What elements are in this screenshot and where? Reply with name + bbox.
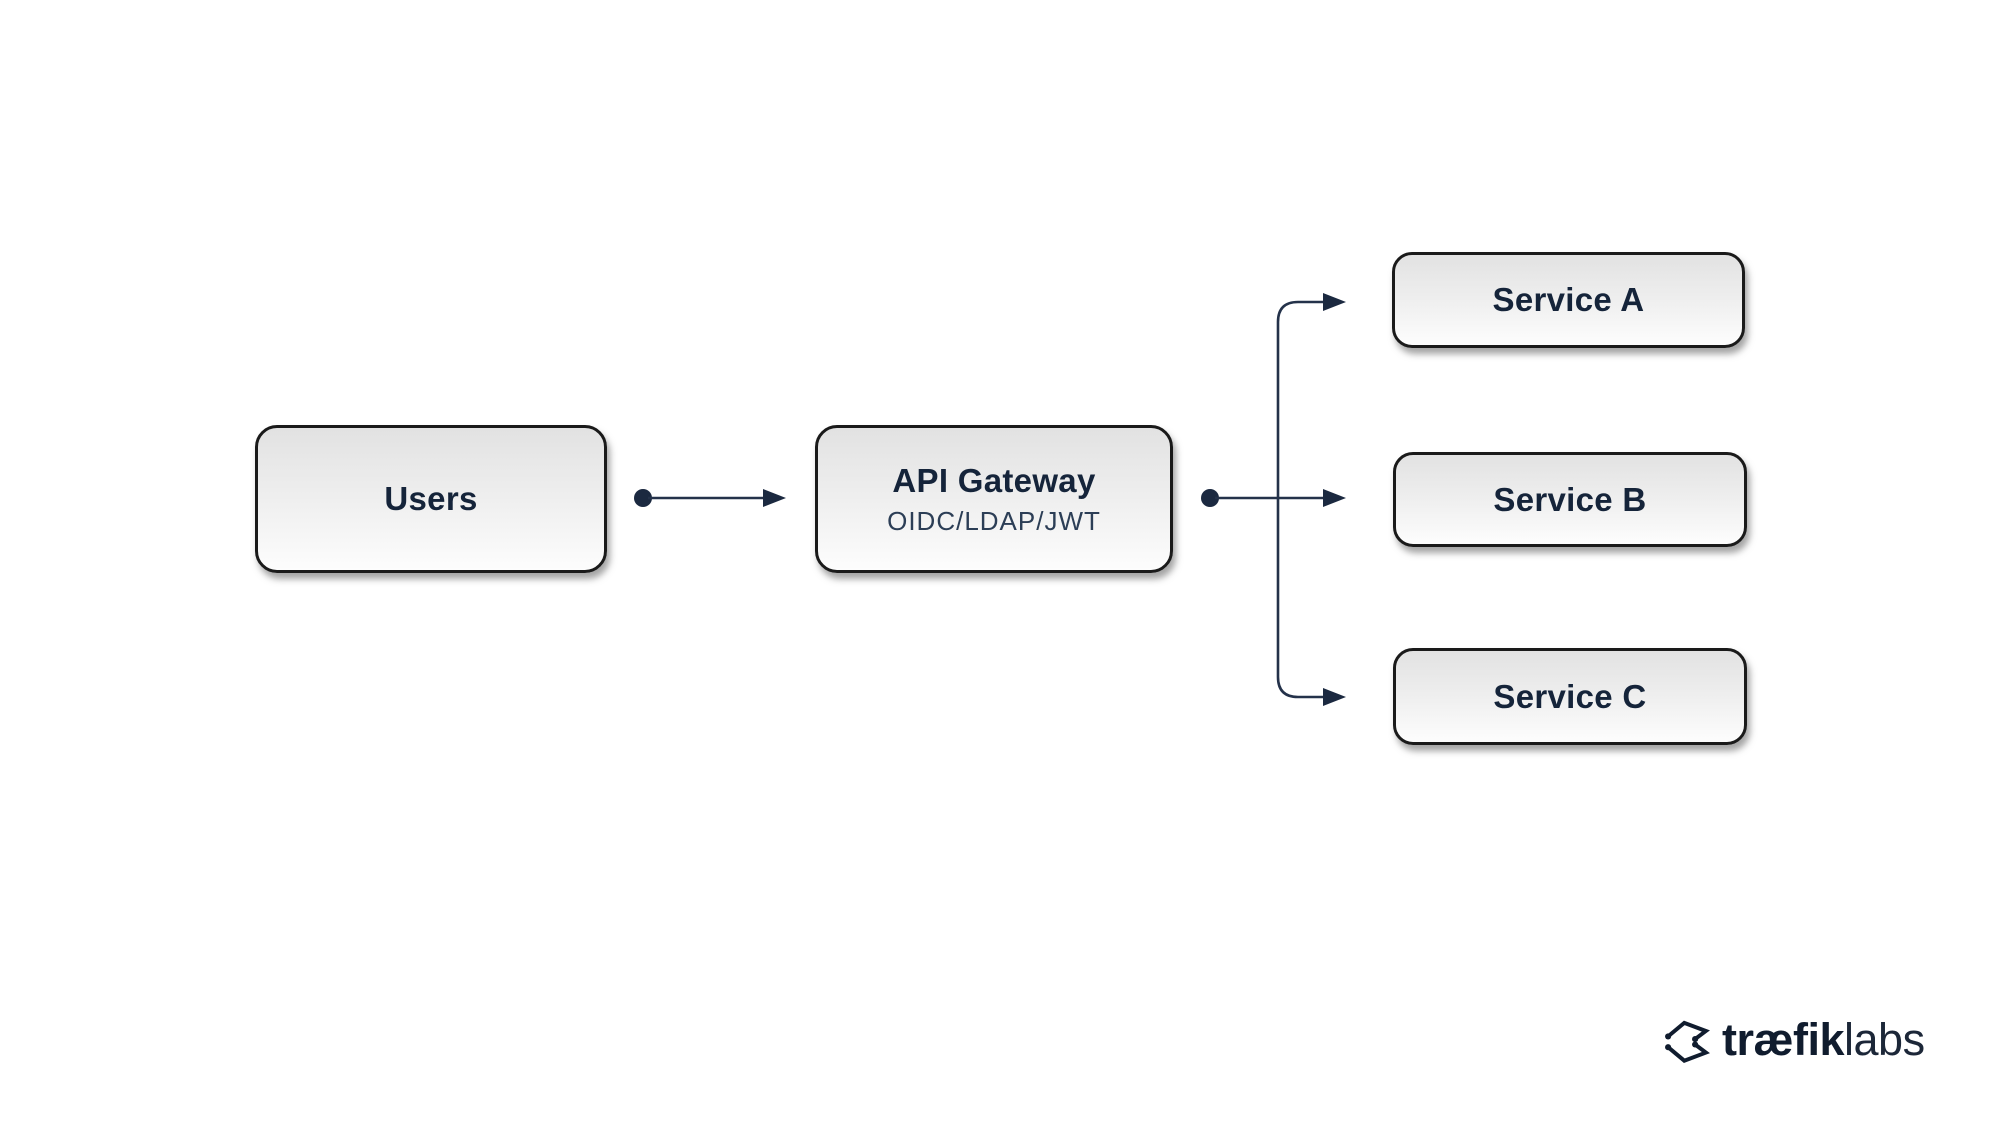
arrowhead-icon (1323, 688, 1346, 706)
node-service-a: Service A (1392, 252, 1745, 348)
edge-start-dot (634, 489, 652, 507)
node-users: Users (255, 425, 607, 573)
node-service-b-label: Service B (1493, 480, 1647, 518)
branch-line (1276, 300, 1330, 699)
arrowhead-icon (763, 489, 786, 507)
traefiklabs-logo: træfiklabs (1660, 1012, 1925, 1068)
node-service-c: Service C (1393, 648, 1747, 745)
node-service-b: Service B (1393, 452, 1747, 547)
traefiklabs-wordmark: træfiklabs (1722, 1014, 1925, 1066)
node-api-gateway-subtitle: OIDC/LDAP/JWT (887, 506, 1101, 537)
edge-start-dot (1201, 489, 1219, 507)
node-api-gateway-title: API Gateway (892, 462, 1096, 500)
node-users-label: Users (384, 480, 478, 518)
node-service-a-label: Service A (1492, 281, 1645, 319)
wordmark-traefik: træfik (1722, 1014, 1845, 1065)
arrowhead-icon (1323, 489, 1346, 507)
arrowhead-icon (1323, 293, 1346, 311)
node-service-c-label: Service C (1493, 677, 1647, 715)
edge-gateway-branch (1201, 293, 1346, 706)
traefik-logo-icon (1665, 1020, 1710, 1063)
edge-users-to-gateway (634, 489, 786, 507)
node-api-gateway: API Gateway OIDC/LDAP/JWT (815, 425, 1173, 573)
wordmark-labs: labs (1844, 1014, 1925, 1065)
